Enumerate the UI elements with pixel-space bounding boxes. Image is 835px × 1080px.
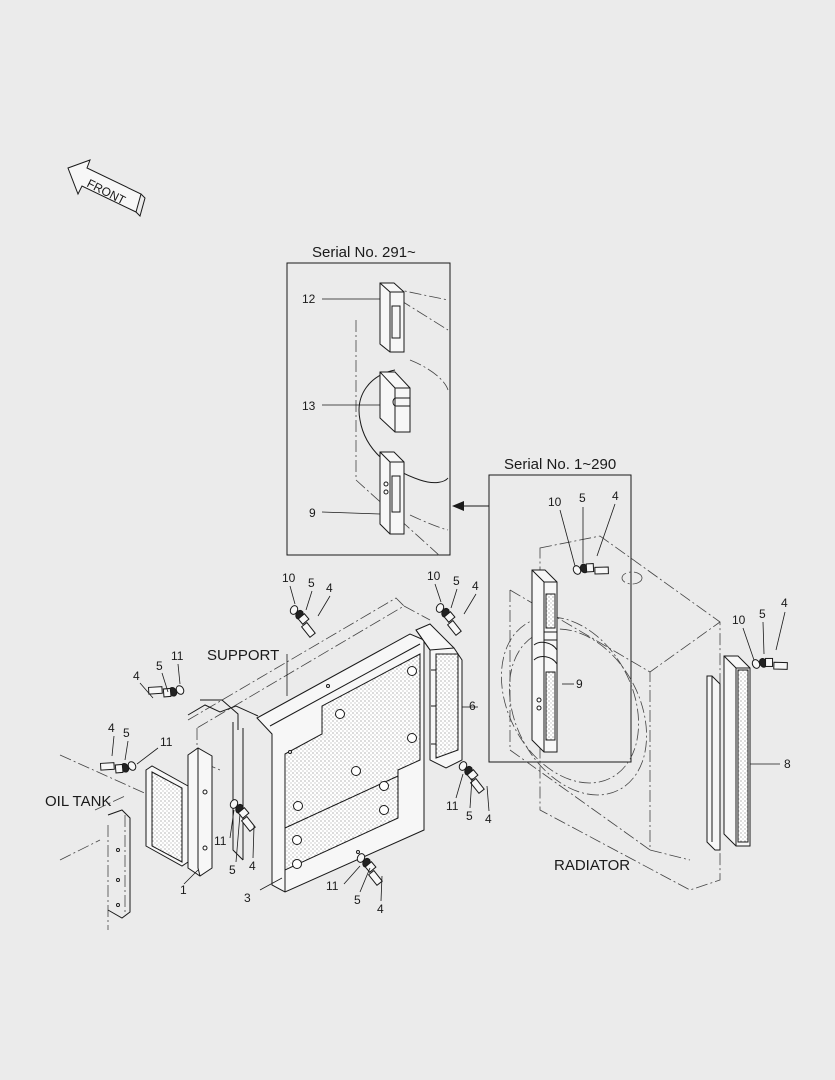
part-3-panel (256, 633, 425, 893)
callout-9-old: 9 (576, 677, 583, 691)
callout-4-f: 4 (485, 812, 492, 826)
callout-8: 8 (784, 757, 791, 771)
callout-5-a: 5 (308, 576, 315, 590)
callout-4-c: 4 (133, 669, 140, 683)
callout-13: 13 (302, 399, 316, 413)
callout-5-g: 5 (354, 893, 361, 907)
callout-5-right: 5 (759, 607, 766, 621)
front-arrow-icon: FRONT (67, 159, 146, 217)
callout-11-g: 11 (326, 879, 339, 893)
serial-old-label: Serial No. 1~290 (504, 456, 616, 473)
callout-4-e: 4 (249, 859, 256, 873)
callout-4-b: 4 (472, 579, 479, 593)
callout-5-d: 5 (123, 726, 130, 740)
callout-4-a: 4 (326, 581, 333, 595)
callout-9-new: 9 (309, 506, 316, 520)
part-6-seal (415, 623, 463, 769)
callout-11-c: 11 (171, 649, 184, 663)
callout-5-f: 5 (466, 809, 473, 823)
reference-arrow-icon (452, 501, 489, 511)
radiator-label: RADIATOR (554, 857, 630, 874)
callout-4-right: 4 (781, 596, 788, 610)
callout-10-right: 10 (732, 613, 746, 627)
callout-5-b: 5 (453, 574, 460, 588)
callout-12: 12 (302, 292, 316, 306)
callout-11-d: 11 (160, 735, 173, 749)
part-9-old (531, 569, 558, 753)
callout-3: 3 (244, 891, 251, 905)
callout-5-c: 5 (156, 659, 163, 673)
serial-new-label: Serial No. 291~ (312, 244, 416, 261)
part-8-seal (706, 655, 751, 851)
part-1-bracket (145, 747, 213, 877)
callout-11-e: 11 (214, 834, 227, 848)
radiator-outline (501, 535, 721, 891)
support-label: SUPPORT (207, 647, 279, 664)
serial-new-detail-parts (355, 282, 449, 557)
callout-4-g: 4 (377, 902, 384, 916)
serial-new-detail-box (286, 262, 451, 556)
callout-4-d: 4 (108, 721, 115, 735)
callout-10-a: 10 (282, 571, 296, 585)
callout-4-old: 4 (612, 489, 619, 503)
callout-10-old: 10 (548, 495, 562, 509)
callout-5-e: 5 (229, 863, 236, 877)
oil-tank-outline (107, 809, 131, 919)
callout-1: 1 (180, 883, 187, 897)
callout-11-f: 11 (446, 799, 459, 813)
oil-tank-label: OIL TANK (45, 793, 111, 810)
callout-10-b: 10 (427, 569, 441, 583)
callout-5-old: 5 (579, 491, 586, 505)
serial-old-detail-box (488, 474, 632, 763)
callout-6: 6 (469, 699, 476, 713)
